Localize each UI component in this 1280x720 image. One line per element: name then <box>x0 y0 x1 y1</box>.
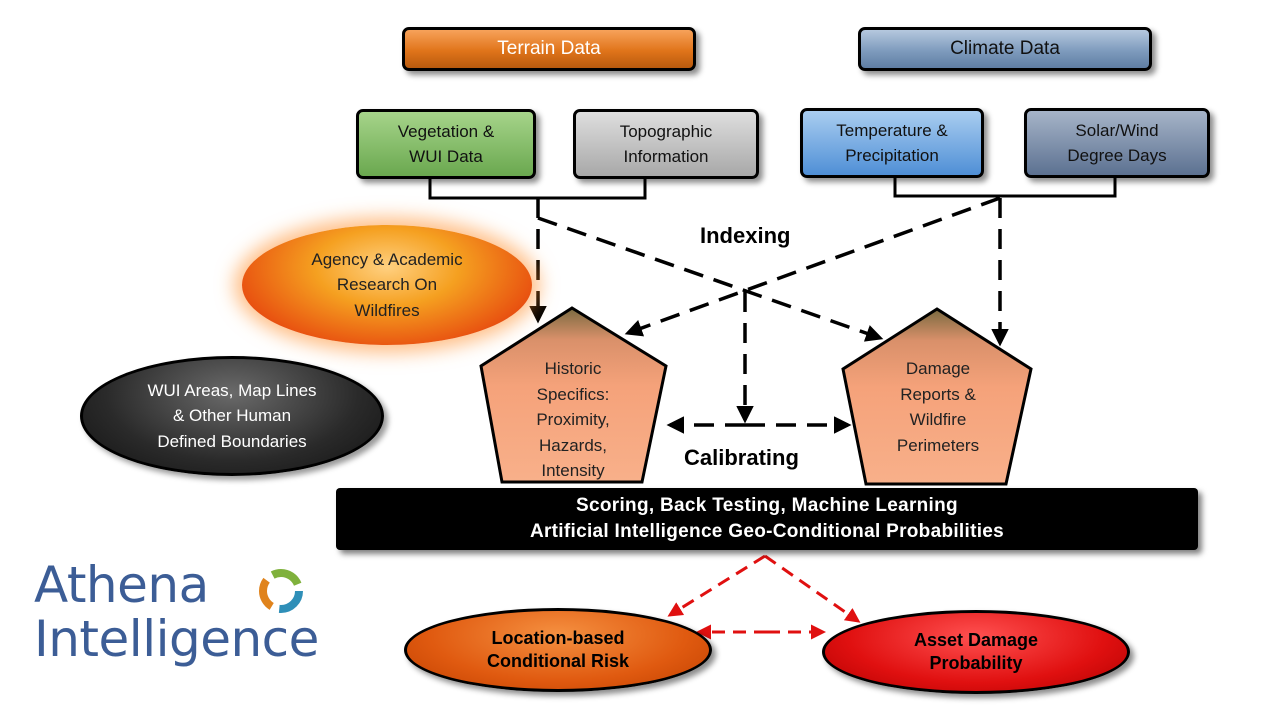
historic-line-5: Intensity <box>541 461 605 480</box>
agency-line-2: Research On <box>336 275 438 295</box>
damage-line-2: Reports & <box>900 384 976 404</box>
climate-data-label: Climate Data <box>950 37 1060 59</box>
bar-to-asset-arrow <box>764 554 861 623</box>
temperature-box: Temperature & Precipitation <box>800 108 984 178</box>
location-line-1: Location-based <box>491 627 625 648</box>
vegetation-wui-box: Vegetation & WUI Data <box>356 109 536 179</box>
scoring-bar: Scoring, Back Testing, Machine Learning … <box>336 488 1198 550</box>
historic-line-1: Historic <box>544 359 602 378</box>
terrain-bracket <box>428 179 647 200</box>
indexing-label: Indexing <box>700 223 791 248</box>
historic-line-4: Hazards, <box>538 435 608 455</box>
historic-line-3: Proximity, <box>536 410 610 429</box>
temperature-line-2: Precipitation <box>845 146 939 165</box>
scoring-line-1: Scoring, Back Testing, Machine Learning <box>576 495 958 517</box>
agency-line-1: Agency & Academic <box>311 249 463 269</box>
damage-line-1: Damage <box>905 359 971 378</box>
wui-line-2: & Other Human <box>172 406 292 426</box>
vegetation-line-2: WUI Data <box>409 147 483 166</box>
bar-to-location-arrow <box>667 554 766 617</box>
historic-line-2: Specifics: <box>536 384 610 404</box>
solar-wind-line-1: Solar/Wind <box>1075 120 1159 140</box>
temperature-line-1: Temperature & <box>836 120 948 140</box>
historic-pentagon <box>479 306 668 484</box>
damage-line-3: Wildfire <box>909 410 967 429</box>
damage-reports-text: Damage Reports & Wildfire Perimeters <box>862 356 1014 458</box>
climate-to-historic-arrow <box>624 196 1001 337</box>
damage-line-4: Perimeters <box>896 435 980 455</box>
athena-intelligence-logo: Athena Intelligence <box>34 558 319 666</box>
logo-line-1: Athena <box>34 556 209 614</box>
terrain-data-label: Terrain Data <box>497 37 601 59</box>
solar-wind-box: Solar/Wind Degree Days <box>1024 108 1210 178</box>
wui-line-1: WUI Areas, Map Lines <box>147 380 317 400</box>
solar-wind-line-2: Degree Days <box>1067 146 1167 165</box>
calibrating-label: Calibrating <box>684 445 799 470</box>
wui-line-3: Defined Boundaries <box>157 431 307 451</box>
agency-line-3: Wildfires <box>354 300 420 320</box>
athena-swirl-icon <box>259 569 303 613</box>
historic-specifics-text: Historic Specifics: Proximity, Hazards, … <box>500 356 646 484</box>
climate-bracket <box>893 178 1117 198</box>
topographic-line-2: Information <box>623 147 709 166</box>
damage-pentagon <box>841 307 1033 486</box>
asset-line-1: Asset Damage <box>913 629 1039 650</box>
climate-data-header: Climate Data <box>858 27 1152 71</box>
scoring-line-2: Artificial Intelligence Geo-Conditional … <box>529 521 1005 542</box>
logo-line-2: Intelligence <box>34 610 319 668</box>
terrain-data-header: Terrain Data <box>402 27 696 71</box>
asset-damage-ellipse: Asset Damage Probability <box>822 610 1130 694</box>
vegetation-line-1: Vegetation & <box>397 121 495 141</box>
wui-areas-ellipse: WUI Areas, Map Lines & Other Human Defin… <box>80 356 384 476</box>
topographic-box: Topographic Information <box>573 109 759 179</box>
agency-research-ellipse: Agency & Academic Research On Wildfires <box>242 225 532 345</box>
topographic-line-1: Topographic <box>619 121 713 141</box>
location-risk-ellipse: Location-based Conditional Risk <box>404 608 712 692</box>
location-line-2: Conditional Risk <box>486 651 629 671</box>
asset-line-2: Probability <box>929 653 1023 673</box>
